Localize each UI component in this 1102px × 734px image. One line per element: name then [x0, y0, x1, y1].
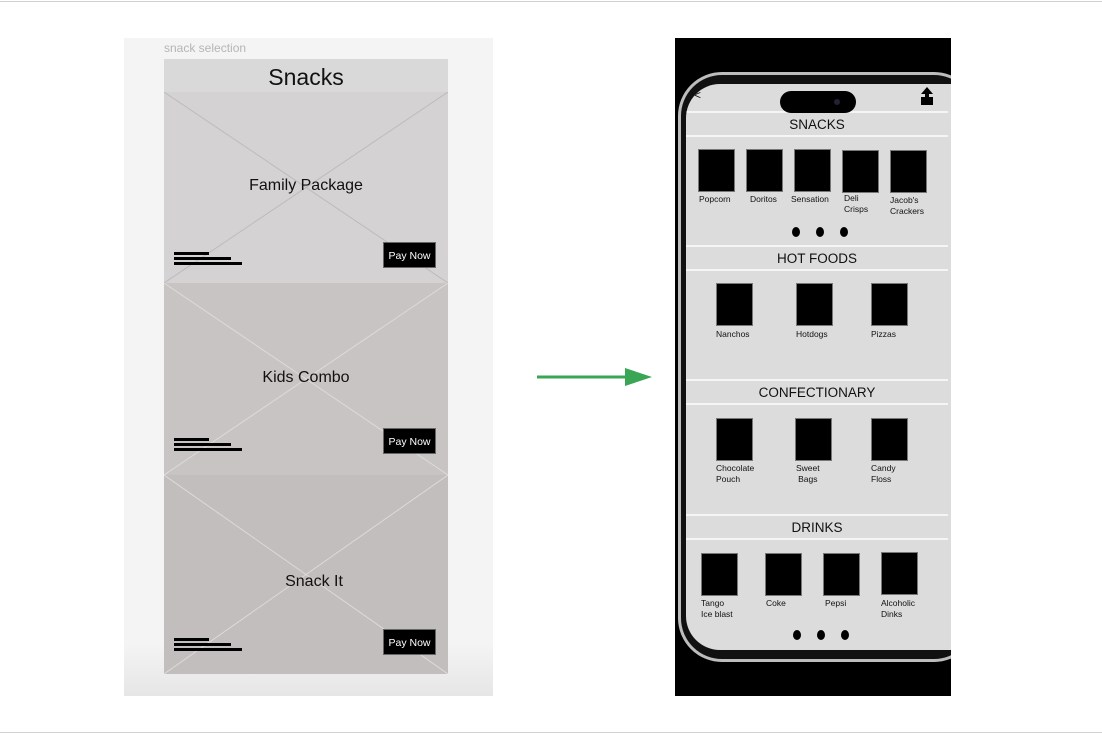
pay-now-button[interactable]: Pay Now	[383, 629, 436, 655]
section-title-drinks: DRINKS	[686, 514, 948, 540]
item-image[interactable]	[823, 553, 860, 596]
item-label[interactable]: Alcoholic Dinks	[881, 598, 916, 619]
wireframe-panel: snack selection Snacks Family Package Pa…	[124, 38, 493, 696]
item-label[interactable]: Nanchos	[716, 329, 750, 339]
item-label[interactable]: Deli Crisps	[844, 193, 869, 214]
pay-now-button[interactable]: Pay Now	[383, 242, 436, 268]
item-image[interactable]	[716, 283, 753, 326]
wireframe-frame: Snacks Family Package Pay Now Kids Combo…	[164, 59, 448, 674]
section-title-snacks: SNACKS	[686, 111, 948, 137]
top-divider	[0, 1, 1102, 2]
item-image[interactable]	[890, 150, 927, 193]
card-title: Family Package	[249, 177, 363, 194]
card-kids-combo: Kids Combo Pay Now	[164, 283, 448, 475]
phone-mockup: < SNACKS Popcorn Doritos Sensation Deli …	[675, 38, 951, 696]
item-label[interactable]: Coke	[766, 598, 786, 608]
arrow-right-icon	[537, 368, 652, 386]
text-lines-placeholder	[174, 252, 242, 267]
item-image[interactable]	[871, 418, 908, 461]
item-label[interactable]: Sensation	[791, 194, 829, 204]
text-lines-placeholder	[174, 638, 242, 653]
pagination-dot[interactable]	[840, 227, 848, 237]
item-image[interactable]	[746, 149, 783, 192]
item-label[interactable]: Doritos	[750, 194, 777, 204]
pay-now-button[interactable]: Pay Now	[383, 428, 436, 454]
item-label[interactable]: Popcorn	[699, 194, 731, 204]
item-image[interactable]	[796, 283, 833, 326]
wireframe-title: Snacks	[164, 59, 448, 92]
item-label[interactable]: Candy Floss	[871, 463, 896, 484]
phone-screen: < SNACKS Popcorn Doritos Sensation Deli …	[686, 84, 951, 650]
item-image[interactable]	[716, 418, 753, 461]
text-lines-placeholder	[174, 438, 242, 453]
card-family-package: Family Package Pay Now	[164, 92, 448, 283]
card-snack-it: Snack It Pay Now	[164, 475, 448, 674]
item-label[interactable]: Tango Ice blast	[701, 598, 733, 619]
item-label[interactable]: Pepsi	[825, 598, 847, 608]
back-button[interactable]: <	[694, 88, 702, 102]
item-label[interactable]: Sweet Bags	[796, 463, 820, 484]
share-icon[interactable]	[919, 86, 935, 106]
pagination-dot[interactable]	[841, 630, 849, 640]
item-image[interactable]	[701, 553, 738, 596]
card-title: Kids Combo	[262, 369, 350, 386]
pagination-dot[interactable]	[816, 227, 824, 237]
item-label[interactable]: Jacob's Crackers	[890, 195, 925, 216]
item-image[interactable]	[795, 418, 832, 461]
section-title-confectionary: CONFECTIONARY	[686, 379, 948, 405]
pagination-dot[interactable]	[817, 630, 825, 640]
bottom-divider	[0, 732, 1102, 733]
item-image[interactable]	[794, 149, 831, 192]
item-image[interactable]	[881, 552, 918, 595]
dynamic-island	[780, 91, 856, 113]
item-image[interactable]	[842, 150, 879, 193]
item-label[interactable]: Chocolate Pouch	[716, 463, 755, 484]
item-image[interactable]	[698, 149, 735, 192]
item-image[interactable]	[765, 553, 802, 596]
section-title-hot-foods: HOT FOODS	[686, 245, 948, 271]
pagination-dot[interactable]	[793, 630, 801, 640]
card-title: Snack It	[285, 573, 343, 590]
item-label[interactable]: Pizzas	[871, 329, 897, 339]
frame-label: snack selection	[164, 41, 247, 55]
item-label[interactable]: Hotdogs	[796, 329, 828, 339]
pagination-dot[interactable]	[792, 227, 800, 237]
item-image[interactable]	[871, 283, 908, 326]
